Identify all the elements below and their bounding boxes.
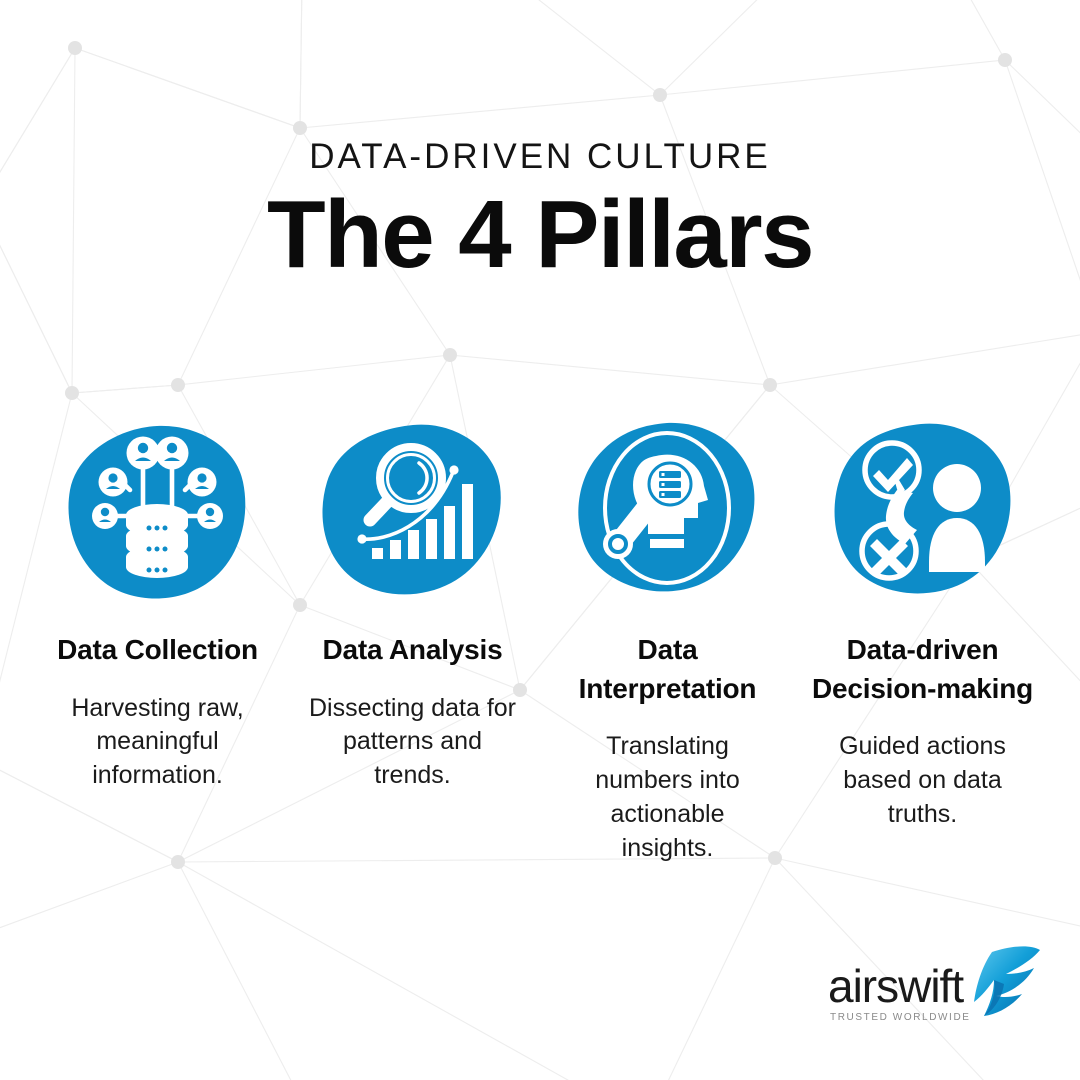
pillar-data-driven-decision-making: Data-driven Decision-making Guided actio… (795, 420, 1050, 832)
pillar-description: Dissecting data for patterns and trends. (308, 693, 517, 790)
pillar-title: Data Interpretation (578, 634, 757, 704)
pillar-title: Data Collection (57, 634, 258, 665)
page-title: The 4 Pillars (266, 180, 815, 288)
header: DATA-DRIVEN CULTURE The 4 Pillars (0, 137, 1080, 288)
pillar-description: Guided actions based on data truths. (839, 732, 1006, 828)
eyebrow-label: DATA-DRIVEN CULTURE (309, 137, 771, 176)
pillars-row: Data Collection Harvesting raw, meaningf… (30, 420, 1050, 865)
data-collection-icon (60, 420, 255, 605)
pillar-data-collection: Data Collection Harvesting raw, meaningf… (30, 420, 285, 793)
airswift-logo: airswift TRUSTED WORLDWIDE (824, 940, 1044, 1032)
swift-bird-icon (974, 946, 1040, 1016)
logo-tagline: TRUSTED WORLDWIDE (830, 1012, 971, 1023)
data-analysis-icon (315, 420, 510, 605)
pillar-data-interpretation: Data Interpretation Translating numbers … (540, 420, 795, 865)
data-driven-decision-making-icon (825, 420, 1020, 605)
pillar-data-analysis: Data Analysis Dissecting data for patter… (285, 420, 540, 793)
pillar-description: Harvesting raw, meaningful information. (71, 693, 244, 790)
logo-wordmark: airswift (828, 960, 964, 1012)
pillar-description: Translating numbers into actionable insi… (595, 732, 740, 862)
pillar-title: Data-driven Decision-making (811, 634, 1034, 704)
pillar-title: Data Analysis (322, 634, 503, 665)
data-interpretation-icon (570, 420, 765, 605)
